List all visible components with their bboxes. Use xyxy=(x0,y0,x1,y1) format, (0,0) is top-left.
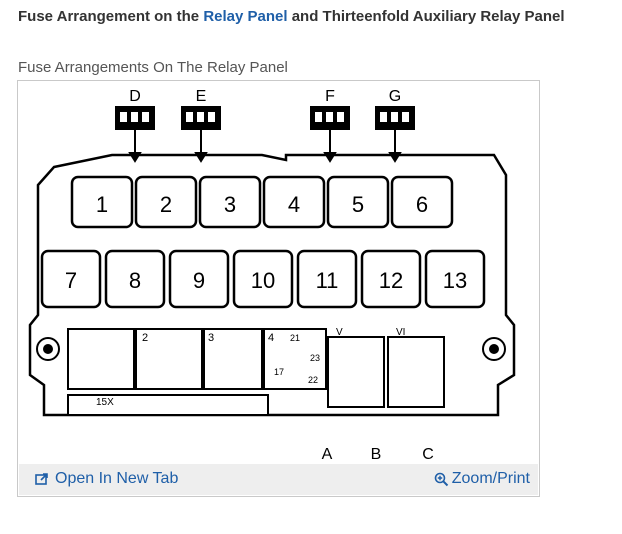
label-G: G xyxy=(389,88,401,105)
relay-label-23: 23 xyxy=(310,353,320,363)
fuse-7: 7 xyxy=(65,268,77,293)
fuse-4: 4 xyxy=(288,192,300,217)
fuse-row-1 xyxy=(70,175,454,229)
open-in-new-tab-link[interactable]: Open In New Tab xyxy=(35,470,178,488)
zoom-print-link[interactable]: Zoom/Print xyxy=(434,470,530,488)
fuse-8: 8 xyxy=(129,268,141,293)
relay-label-22: 22 xyxy=(308,375,318,385)
relay-section xyxy=(36,328,506,416)
label-F: F xyxy=(325,88,335,105)
fuse-11: 11 xyxy=(316,268,339,293)
relay-label-21: 21 xyxy=(290,333,300,343)
relay-label-17: 17 xyxy=(274,367,284,377)
relay-label-3: 3 xyxy=(208,332,214,344)
zoom-magnifier-icon xyxy=(434,472,448,487)
relay-label-V: V xyxy=(336,327,343,338)
open-in-new-tab-label: Open In New Tab xyxy=(55,470,179,487)
relay-label-2: 2 xyxy=(142,332,148,344)
fuse-3: 3 xyxy=(224,192,236,217)
label-D: D xyxy=(129,88,141,105)
fuse-6: 6 xyxy=(416,192,428,217)
relay-label-15x: 15X xyxy=(96,397,114,408)
open-external-icon xyxy=(35,472,49,486)
fuse-5: 5 xyxy=(352,192,364,217)
heading-prefix: Fuse Arrangement on the xyxy=(18,8,204,25)
label-E: E xyxy=(196,88,207,105)
bottom-label-A: A xyxy=(322,446,333,463)
top-connectors xyxy=(115,106,415,163)
panel-outline xyxy=(28,153,516,417)
fuse-2: 2 xyxy=(160,192,172,217)
bottom-label-B: B xyxy=(371,446,382,463)
relay-label-4: 4 xyxy=(268,332,274,344)
fuse-row-2 xyxy=(40,249,486,309)
heading-suffix: and Thirteenfold Auxiliary Relay Panel xyxy=(287,8,565,25)
relay-panel-link[interactable]: Relay Panel xyxy=(203,8,288,25)
relay-label-VI: VI xyxy=(396,327,405,338)
zoom-print-label: Zoom/Print xyxy=(451,470,530,487)
article-heading: Fuse Arrangement on the Relay Panel and … xyxy=(18,8,565,25)
fuse-9: 9 xyxy=(193,268,205,293)
figure-footer: Open In New Tab Zoom/Print xyxy=(19,464,538,495)
bottom-label-C: C xyxy=(422,446,434,463)
relay-panel-diagram[interactable]: D E F G 1 2 3 4 5 6 7 xyxy=(24,85,534,463)
figure-frame: D E F G 1 2 3 4 5 6 7 xyxy=(17,80,540,497)
figure-caption: Fuse Arrangements On The Relay Panel xyxy=(18,59,288,76)
fuse-12: 12 xyxy=(379,268,403,293)
fuse-1: 1 xyxy=(96,192,108,217)
fuse-10: 10 xyxy=(251,268,275,293)
fuse-13: 13 xyxy=(443,268,467,293)
